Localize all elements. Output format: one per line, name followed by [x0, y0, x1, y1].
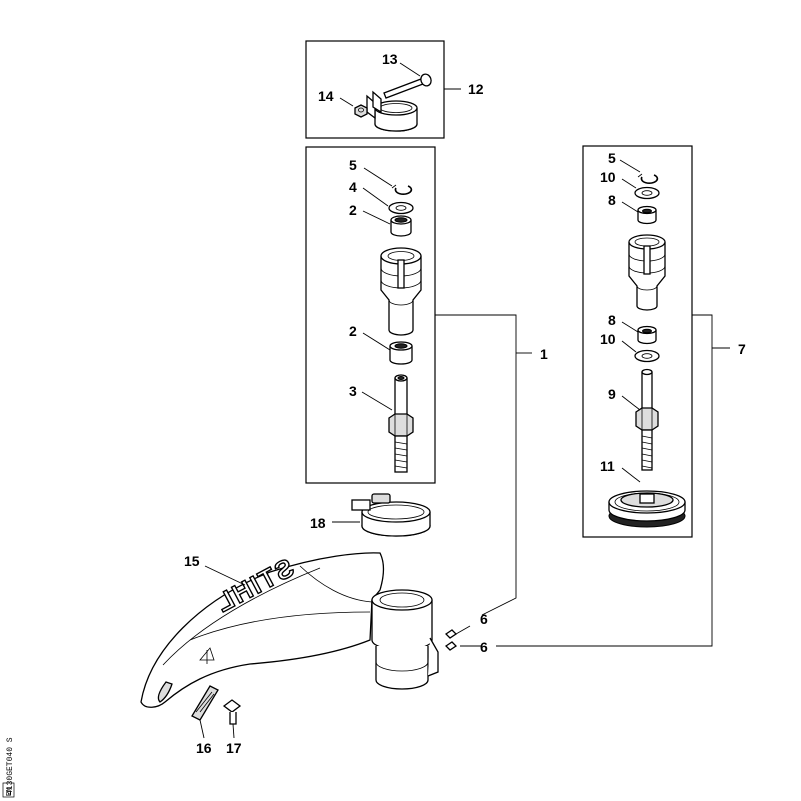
- assembly-brackets: [435, 314, 730, 647]
- drawing-tag-box: [2, 782, 15, 798]
- drawing-tag: EN: [6, 788, 14, 796]
- callout-2: 2: [349, 202, 357, 218]
- callout-11: 11: [600, 458, 615, 474]
- callout-14: 14: [318, 88, 334, 104]
- plate-and-screw: [191, 685, 242, 739]
- callout-5: 5: [349, 157, 357, 173]
- callout-4: 4: [349, 179, 357, 195]
- drawing-code: 4130GET040 S: [6, 737, 15, 795]
- callout-7: 7: [738, 341, 746, 357]
- callout-8: 8: [608, 312, 616, 328]
- alt-gear-assembly-box: [582, 145, 693, 538]
- callout-12: 12: [468, 81, 484, 97]
- clamp-assembly: [339, 62, 461, 132]
- callout-2: 2: [349, 323, 357, 339]
- callout-8: 8: [608, 192, 616, 208]
- clamp-kit-box: [305, 40, 445, 139]
- callout-9: 9: [608, 386, 616, 402]
- hose-clamp-18: [332, 493, 431, 537]
- callout-18: 18: [310, 515, 326, 531]
- deflector-guard: STIHL: [140, 551, 439, 708]
- callout-labels: 12 13 14 1 5 4 2 2 3 7 5 10 8 8 10 9 11 …: [184, 51, 746, 756]
- callout-16: 16: [196, 740, 212, 756]
- callout-6: 6: [480, 611, 488, 627]
- alt-gear-head-parts: [608, 159, 686, 528]
- callout-6: 6: [480, 639, 488, 655]
- gear-assembly-box: [305, 146, 436, 484]
- callout-10: 10: [600, 331, 616, 347]
- callout-1: 1: [540, 346, 548, 362]
- callout-3: 3: [349, 383, 357, 399]
- callout-13: 13: [382, 51, 398, 67]
- gear-head-parts: [361, 167, 422, 473]
- callout-17: 17: [226, 740, 242, 756]
- screws-6: [444, 625, 471, 651]
- callout-10: 10: [600, 169, 616, 185]
- callout-5: 5: [608, 150, 616, 166]
- callout-15: 15: [184, 553, 200, 569]
